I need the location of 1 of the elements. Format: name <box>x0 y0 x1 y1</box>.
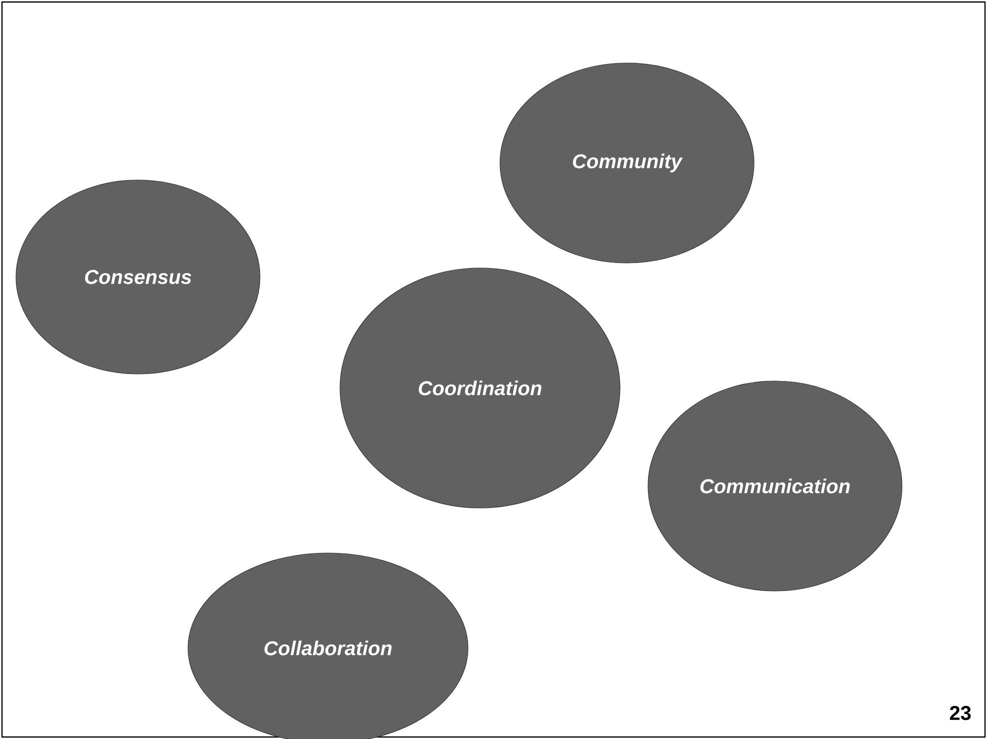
page-number: 23 <box>950 706 971 720</box>
